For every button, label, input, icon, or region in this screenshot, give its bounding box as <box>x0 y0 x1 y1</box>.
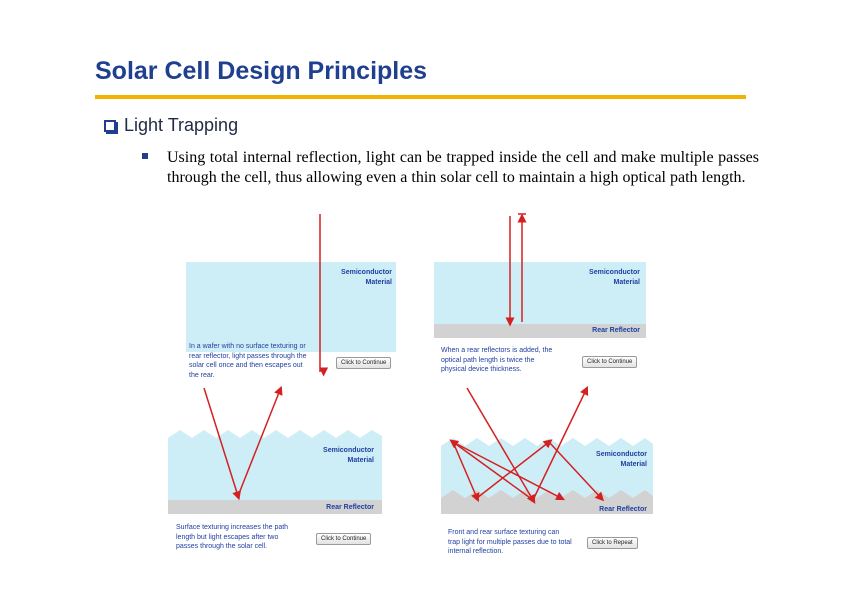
click-to-repeat-button[interactable]: Click to Repeat <box>587 537 638 549</box>
panel-caption: Surface texturing increases the path len… <box>176 524 289 550</box>
bullet-light-trapping: Light Trapping <box>104 115 238 136</box>
panel-rear-reflector: Semiconductor Material Rear Reflector Wh… <box>434 212 646 382</box>
reflected-light-ray <box>476 439 553 499</box>
rear-reflector-label: Rear Reflector <box>599 506 647 513</box>
semiconductor-layer <box>434 262 646 324</box>
semiconductor-label: Semiconductor Material <box>589 269 640 286</box>
escaping-light-ray <box>532 385 589 501</box>
rear-reflector-label: Rear Reflector <box>592 327 640 334</box>
panel-caption: In a wafer with no surface texturing or … <box>189 343 307 379</box>
reflected-light-ray <box>548 441 605 502</box>
square-bullet-icon <box>142 153 148 159</box>
reflected-light-ray <box>449 439 534 501</box>
panel-caption: Front and rear surface texturing can tra… <box>448 529 572 555</box>
panel-2-diagram <box>434 213 646 338</box>
reflected-light-ray <box>452 441 480 503</box>
panel-front-texture: Semiconductor Material Rear Reflector Su… <box>168 385 382 552</box>
panel-caption: When a rear reflectors is added, the opt… <box>441 347 553 373</box>
semiconductor-label: Semiconductor Material <box>323 447 374 464</box>
click-to-continue-button[interactable]: Click to Continue <box>336 357 392 369</box>
panel-4-diagram <box>441 385 653 514</box>
bullet-label: Light Trapping <box>124 115 239 135</box>
rear-reflector-label: Rear Reflector <box>326 504 374 511</box>
panel-3-diagram <box>168 385 382 514</box>
panel-1-diagram <box>186 214 396 377</box>
textured-semiconductor-layer <box>441 438 653 498</box>
panel-no-texture: Semiconductor Material In a wafer with n… <box>186 214 396 384</box>
reflected-light-ray <box>452 441 565 501</box>
slide-title: Solar Cell Design Principles <box>95 57 428 85</box>
rear-reflector-layer <box>434 324 646 338</box>
body-paragraph: Using total internal reflection, light c… <box>167 149 759 186</box>
checkbox-bullet-icon <box>104 119 116 132</box>
escaping-light-ray <box>237 385 283 497</box>
panel-front-rear-texture: Semiconductor Material Rear Reflector Fr… <box>441 385 653 556</box>
semiconductor-layer <box>186 262 396 352</box>
click-to-continue-button[interactable]: Click to Continue <box>316 533 372 545</box>
incident-light-ray <box>203 387 241 501</box>
incident-light-ray <box>466 387 536 504</box>
title-underline <box>95 95 746 99</box>
textured-semiconductor-layer <box>168 430 382 500</box>
semiconductor-label: Semiconductor Material <box>341 269 392 286</box>
semiconductor-label: Semiconductor Material <box>596 451 647 468</box>
rear-reflector-layer <box>168 500 382 514</box>
click-to-continue-button[interactable]: Click to Continue <box>582 356 638 368</box>
